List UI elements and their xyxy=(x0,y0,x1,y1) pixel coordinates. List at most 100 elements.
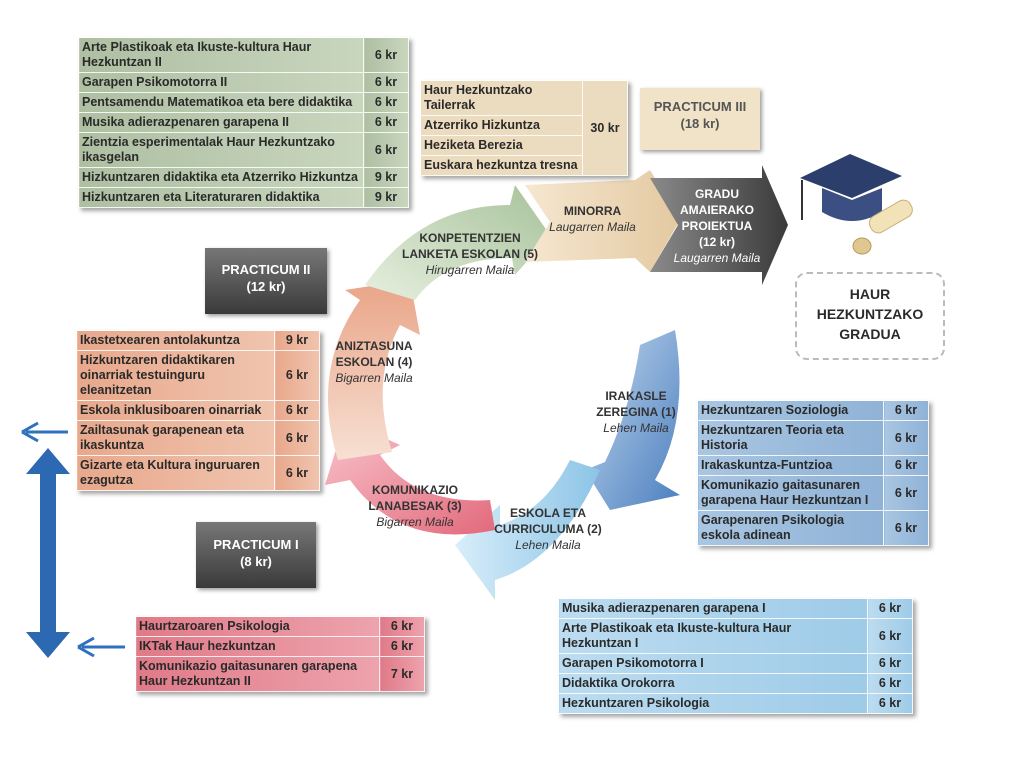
course-name-cell: Garapen Psikomotorra II xyxy=(78,72,364,93)
practicum-3-credits: (18 kr) xyxy=(680,116,720,131)
gradu-arrow xyxy=(650,165,788,285)
segment-4-title: ANIZTASUNA xyxy=(335,339,413,353)
course-name-cell: Irakaskuntza-Funtzioa xyxy=(697,455,884,476)
credits-cell: 7 kr xyxy=(379,656,425,692)
green-course-table: Arte Plastikoak eta Ikuste-kultura Haur … xyxy=(78,37,409,208)
course-name-cell: Hizkuntzaren didaktikaren oinarriak test… xyxy=(76,350,275,401)
practicum-1-label: PRACTICUM I (8 kr) xyxy=(196,522,316,588)
minorra-level: Laugarren Maila xyxy=(549,220,636,234)
gradu-label: GRADU AMAIERAKO PROIEKTUA (12 kr) Laugar… xyxy=(662,186,772,266)
table-cell: Euskara hezkuntza tresna xyxy=(420,155,583,176)
course-name-cell: Garapen Psikomotorra I xyxy=(558,653,868,674)
table-row: Zientzia esperimentalak Haur Hezkuntzako… xyxy=(78,132,409,168)
segment-5-level: Hirugarren Maila xyxy=(425,263,515,277)
credits-cell: 6 kr xyxy=(883,400,929,421)
course-name-cell: Komunikazio gaitasunaren garapena Haur H… xyxy=(697,475,884,511)
credits-cell: 6 kr xyxy=(867,598,913,619)
course-name-cell: Hizkuntzaren didaktika eta Atzerriko Hiz… xyxy=(78,167,364,188)
practicum-2-credits: (12 kr) xyxy=(246,279,286,294)
course-name-cell: Hezkuntzaren Soziologia xyxy=(697,400,884,421)
course-name-cell: Eskola inklusiboaren oinarriak xyxy=(76,400,275,421)
credits-cell: 9 kr xyxy=(363,167,409,188)
course-name-cell: Hezkuntzaren Teoria eta Historia xyxy=(697,420,884,456)
segment-4-label: ANIZTASUNA ESKOLAN (4) Bigarren Maila xyxy=(326,338,422,386)
segment-3-label: KOMUNIKAZIO LANABESAK (3) Bigarren Maila xyxy=(362,482,468,530)
segment-5-title: KONPETENTZIEN xyxy=(419,231,521,245)
table-row: Hizkuntzaren eta Literaturaren didaktika… xyxy=(78,187,409,208)
credits-cell: 6 kr xyxy=(867,653,913,674)
credits-cell: 6 kr xyxy=(883,510,929,546)
segment-5-arrow xyxy=(365,185,550,300)
table-row: Arte Plastikoak eta Ikuste-kultura Haur … xyxy=(78,37,409,73)
course-name-cell: Musika adierazpenaren garapena II xyxy=(78,112,364,133)
gradu-level: Laugarren Maila xyxy=(673,251,761,265)
table-row: Komunikazio gaitasunaren garapena Haur H… xyxy=(697,475,929,511)
credits-cell: 6 kr xyxy=(379,616,425,637)
gradu-line-2: AMAIERAKO xyxy=(680,203,754,217)
segment-3-level: Bigarren Maila xyxy=(376,515,454,529)
course-name-cell: Hizkuntzaren eta Literaturaren didaktika xyxy=(78,187,364,208)
degree-box: HAUR HEZKUNTZAKO GRADUA xyxy=(795,272,945,360)
credits-cell: 6 kr xyxy=(363,112,409,133)
course-name-cell: Zailtasunak garapenean eta ikaskuntza xyxy=(76,420,275,456)
credits-cell: 6 kr xyxy=(379,636,425,657)
credits-cell: 9 kr xyxy=(274,330,320,351)
segment-4-subtitle: ESKOLAN (4) xyxy=(335,355,413,369)
segment-1-arrow xyxy=(585,330,680,510)
segment-1-title: IRAKASLE xyxy=(605,389,667,403)
course-name-cell: Ikastetxearen antolakuntza xyxy=(76,330,275,351)
segment-3-subtitle: LANABESAK (3) xyxy=(368,499,462,513)
segment-4-level: Bigarren Maila xyxy=(335,371,413,385)
gradu-line-3: PROIEKTUA xyxy=(681,219,753,233)
segment-2-subtitle: CURRICULUMA (2) xyxy=(494,522,602,536)
credits-cell: 6 kr xyxy=(274,350,320,401)
credits-cell: 9 kr xyxy=(363,187,409,208)
course-name-cell: Arte Plastikoak eta Ikuste-kultura Haur … xyxy=(78,37,364,73)
credits-cell: 6 kr xyxy=(274,455,320,491)
credits-cell: 6 kr xyxy=(363,37,409,73)
table-cell: Heziketa Berezia xyxy=(420,135,583,156)
segment-4-arrow xyxy=(327,280,420,460)
credits-cell: 6 kr xyxy=(363,92,409,113)
table-row: Pentsamendu Matematikoa eta bere didakti… xyxy=(78,92,409,113)
practicum-3-label: PRACTICUM III (18 kr) xyxy=(640,88,760,150)
segment-5-subtitle: LANKETA ESKOLAN (5) xyxy=(402,247,538,261)
course-name-cell: Hezkuntzaren Psikologia xyxy=(558,693,868,714)
practicum-1-credits: (8 kr) xyxy=(240,554,272,569)
credits-cell: 6 kr xyxy=(883,420,929,456)
course-name-cell: Didaktika Orokorra xyxy=(558,673,868,694)
course-name-cell: Zientzia esperimentalak Haur Hezkuntzako… xyxy=(78,132,364,168)
credits-cell: 6 kr xyxy=(867,693,913,714)
table-row: Arte Plastikoak eta Ikuste-kultura Haur … xyxy=(558,618,913,654)
back-arrow-bottom-head xyxy=(77,636,95,658)
course-name-cell: Arte Plastikoak eta Ikuste-kultura Haur … xyxy=(558,618,868,654)
segment-3-title: KOMUNIKAZIO xyxy=(372,483,458,497)
table-row: Hizkuntzaren didaktika eta Atzerriko Hiz… xyxy=(78,167,409,188)
credits-cell: 6 kr xyxy=(883,475,929,511)
course-name-cell: Garapenaren Psikologia eskola adinean xyxy=(697,510,884,546)
degree-line-3: GRADUA xyxy=(839,326,901,342)
credits-cell: 6 kr xyxy=(867,618,913,654)
gradu-credits: (12 kr) xyxy=(698,235,736,249)
table-row: Komunikazio gaitasunaren garapena Haur H… xyxy=(135,656,425,692)
